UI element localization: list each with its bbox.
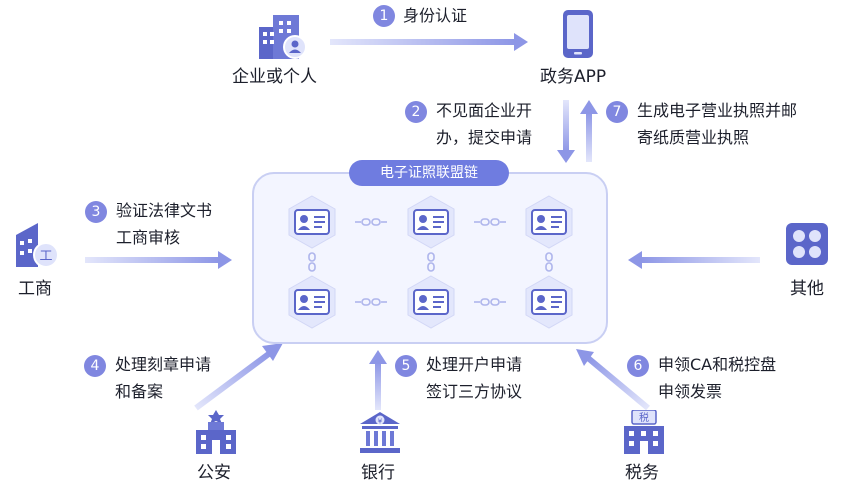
arrow-other (628, 251, 760, 269)
step-2-badge: 2 (405, 101, 427, 123)
cert-node-6 (525, 275, 573, 329)
arrow-step-4 (194, 343, 283, 411)
step-3-badge: 3 (85, 201, 107, 223)
step-1-text: 身份认证 (403, 6, 468, 25)
chain-title: 电子证照联盟链 (349, 160, 509, 186)
cert-node-4 (288, 275, 336, 329)
other-label: 其他 (790, 279, 824, 299)
step-4-line2: 和备案 (115, 382, 164, 401)
arrow-step-3 (85, 251, 232, 269)
step-1-badge: 1 (373, 5, 395, 27)
step-3-line2: 工商审核 (116, 228, 181, 247)
bank-label: 银行 (361, 463, 395, 483)
step-5-line1: 处理开户申请 (426, 355, 523, 374)
police-label: 公安 (197, 463, 231, 483)
tax-badge: 税 (639, 411, 649, 424)
arrow-step-1 (330, 33, 528, 51)
enterprise-label: 企业或个人 (232, 67, 317, 87)
business-badge: 工 (39, 249, 52, 264)
step-7-line1: 生成电子营业执照并邮 (637, 101, 798, 120)
step-6-line2: 申领发票 (658, 382, 723, 401)
enterprise-building-icon (259, 15, 307, 59)
arrow-step-2 (557, 100, 575, 163)
cert-node-2 (407, 195, 455, 249)
step-5-badge: 5 (395, 355, 417, 377)
step-4-badge: 4 (84, 355, 106, 377)
step-2-line2: 办，提交申请 (436, 128, 533, 147)
arrow-step-7 (580, 100, 598, 162)
bank-icon: ¥ (360, 412, 400, 453)
cert-node-1 (288, 195, 336, 249)
gov-app-label: 政务APP (540, 67, 607, 87)
bank-badge: ¥ (378, 418, 383, 426)
step-6-badge: 6 (627, 355, 649, 377)
step-7-badge: 7 (606, 101, 628, 123)
arrow-step-6 (576, 349, 650, 411)
step-5-line2: 签订三方协议 (426, 382, 523, 401)
arrow-step-5 (369, 350, 387, 410)
tax-label: 税务 (625, 463, 659, 483)
business-label: 工商 (18, 279, 52, 299)
cert-node-5 (407, 275, 455, 329)
step-3-line1: 验证法律文书 (116, 201, 213, 220)
step-2-line1: 不见面企业开 (436, 101, 533, 120)
police-station-icon (196, 410, 236, 454)
step-6-line1: 申领CA和税控盘 (658, 355, 777, 374)
tax-office-icon: 税 (624, 410, 664, 454)
business-building-icon: 工 (16, 223, 59, 268)
step-4-line1: 处理刻章申请 (115, 355, 212, 374)
cert-node-3 (525, 195, 573, 249)
other-apps-icon (786, 223, 828, 265)
phone-icon (563, 10, 593, 58)
step-7-line2: 寄纸质营业执照 (637, 128, 750, 147)
